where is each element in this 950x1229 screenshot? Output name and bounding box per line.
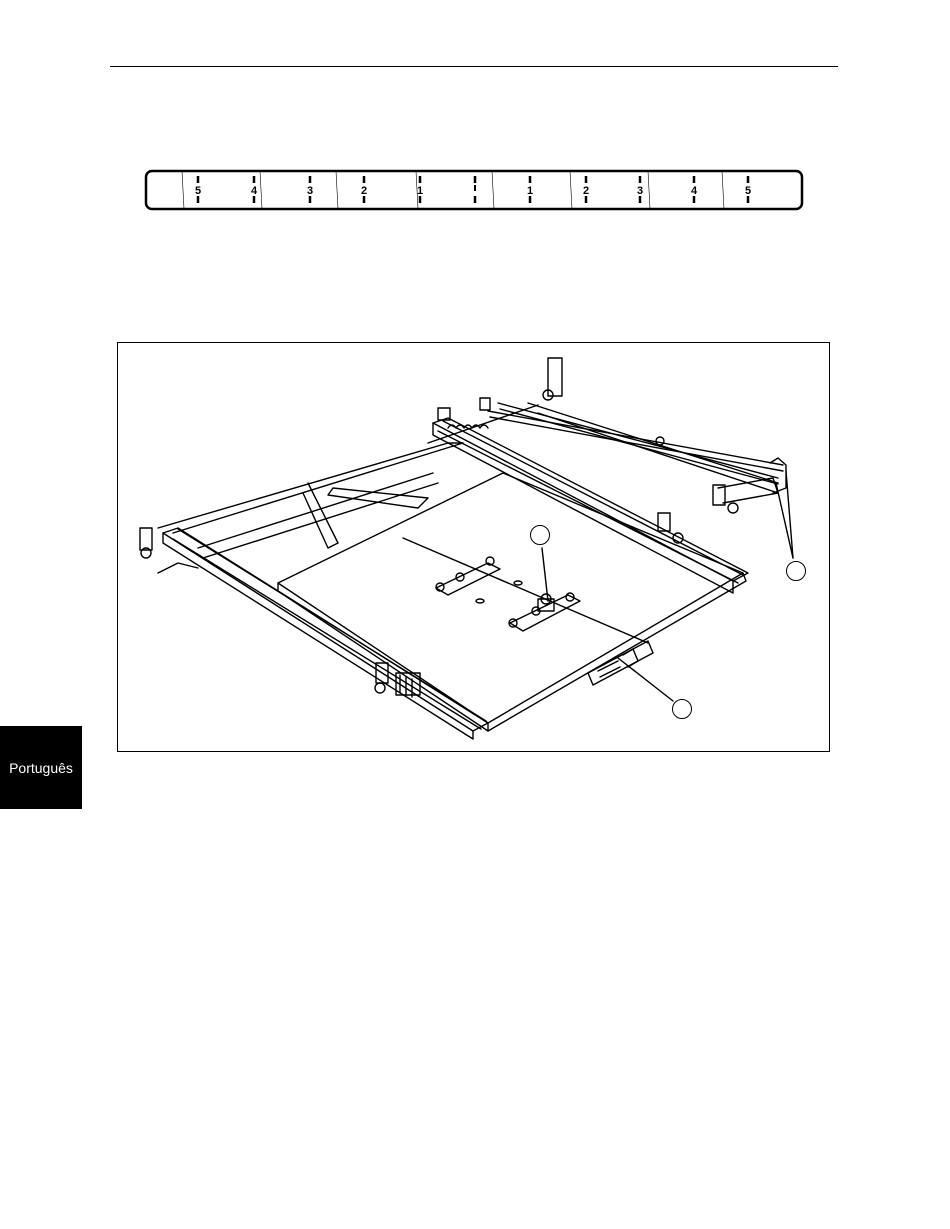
cross-rods <box>488 403 783 484</box>
callout-3 <box>672 699 692 719</box>
language-tab-label: Português <box>9 760 73 776</box>
scale-label: 1 <box>417 185 423 197</box>
scale-label: 1 <box>527 185 533 197</box>
scale-label: 2 <box>583 185 589 197</box>
callout-2 <box>786 561 806 581</box>
scale-label: 3 <box>637 185 643 197</box>
scale-label: 5 <box>745 185 751 197</box>
spring-and-knobs <box>140 358 786 697</box>
header-rule <box>110 66 838 67</box>
tray-assembly-illustration <box>118 343 831 753</box>
language-tab: Português <box>0 726 82 809</box>
figure-frame <box>117 342 830 752</box>
scale-label: 5 <box>195 185 201 197</box>
scale-label: 2 <box>361 185 367 197</box>
center-brackets <box>436 557 580 631</box>
scale-label: 3 <box>307 185 313 197</box>
scale-label: 4 <box>691 185 698 197</box>
callout-1 <box>530 525 550 545</box>
alignment-scale: 5 4 3 2 1 1 2 3 4 5 <box>140 165 808 215</box>
scale-label: 4 <box>251 185 258 197</box>
